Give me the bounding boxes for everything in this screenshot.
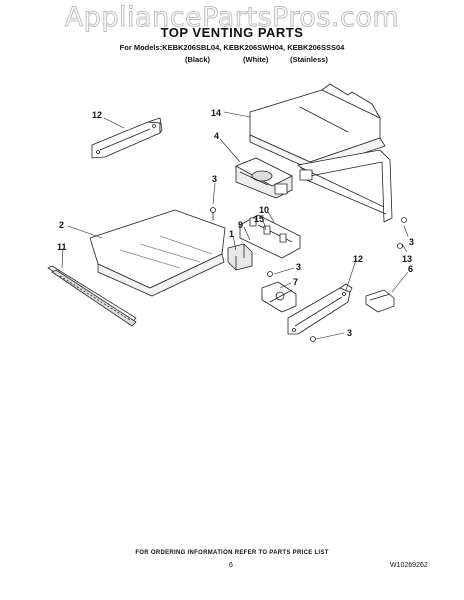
part-small-plate bbox=[365, 289, 395, 313]
part-relay bbox=[227, 243, 253, 271]
part-top-shroud bbox=[249, 83, 393, 223]
color-white-label: (White) bbox=[243, 55, 269, 64]
callout-4: 4 bbox=[214, 131, 219, 141]
part-thermostat bbox=[261, 281, 297, 313]
callout-6: 6 bbox=[408, 264, 413, 274]
part-terminal-block bbox=[239, 214, 301, 259]
part-vent-motor bbox=[235, 157, 293, 199]
part-rail bbox=[47, 265, 137, 327]
callout-3-d: 3 bbox=[347, 328, 352, 338]
color-stainless-label: (Stainless) bbox=[290, 55, 328, 64]
callout-9: 9 bbox=[238, 220, 243, 230]
callout-3-c: 3 bbox=[409, 237, 414, 247]
callout-15: 15 bbox=[254, 214, 264, 224]
callout-11: 11 bbox=[57, 242, 67, 252]
screw-icons bbox=[210, 207, 407, 342]
leader-lines bbox=[61, 111, 409, 340]
model-list: For Models:KEBK206SBL04, KEBK206SWH04, K… bbox=[119, 43, 345, 52]
watermark-text: AppliancePartsPros.com bbox=[64, 2, 400, 34]
callout-10: 10 bbox=[259, 205, 269, 215]
callout-13: 13 bbox=[402, 254, 412, 264]
page-title: TOP VENTING PARTS bbox=[160, 25, 304, 40]
color-black-label: (Black) bbox=[185, 55, 211, 64]
callout-12-lower: 12 bbox=[353, 254, 363, 264]
callout-3-a: 3 bbox=[212, 174, 217, 184]
document-number: W10269262 bbox=[390, 562, 428, 569]
part-bracket-lower bbox=[287, 283, 353, 335]
callout-14: 14 bbox=[211, 108, 221, 118]
callout-12-upper: 12 bbox=[92, 110, 102, 120]
callout-7: 7 bbox=[293, 277, 298, 287]
part-vent-cover bbox=[89, 209, 226, 297]
callout-3-b: 3 bbox=[296, 262, 301, 272]
part-bracket-upper bbox=[91, 117, 163, 159]
page-number: 6 bbox=[229, 562, 233, 569]
callout-1: 1 bbox=[229, 229, 234, 239]
callout-2: 2 bbox=[59, 220, 64, 230]
ordering-note: FOR ORDERING INFORMATION REFER TO PARTS … bbox=[135, 550, 329, 556]
